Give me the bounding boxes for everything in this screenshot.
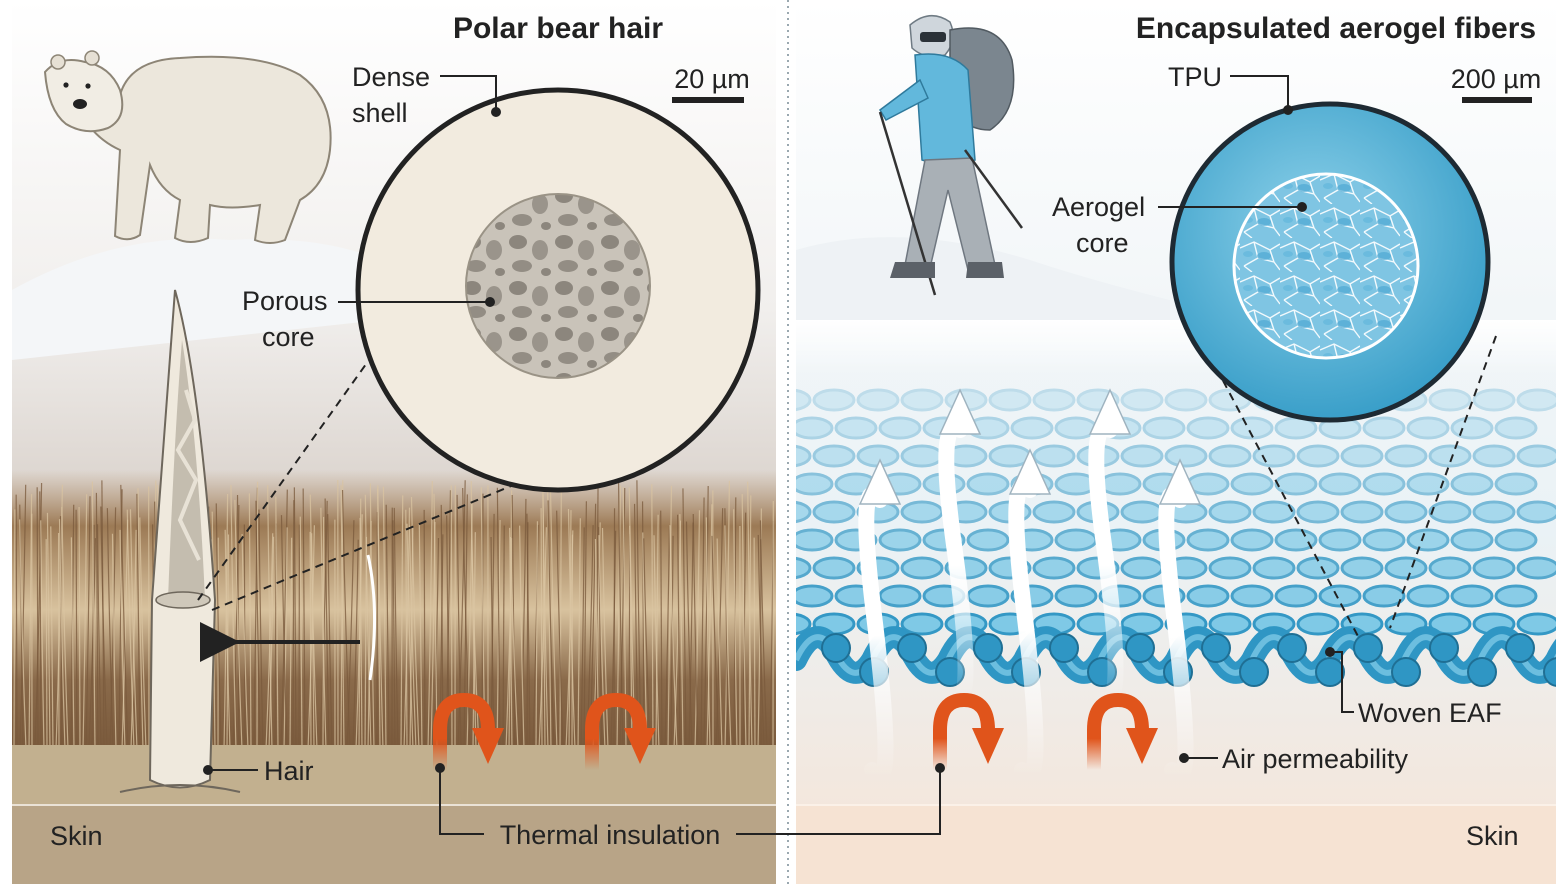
weave-loop bbox=[1210, 502, 1250, 522]
weave-loop bbox=[814, 558, 854, 578]
label-dense-shell-1: Dense bbox=[352, 62, 430, 92]
weave-loop bbox=[1518, 558, 1556, 578]
right-panel: Encapsulated aerogel fibers 200 µm TPU A… bbox=[770, 0, 1556, 884]
label-aerogel-core-2: core bbox=[1076, 228, 1129, 258]
fiber-cross-section bbox=[1430, 634, 1458, 662]
weave-loop bbox=[1188, 586, 1228, 606]
fiber-cross-section bbox=[1354, 634, 1382, 662]
weave-loop bbox=[1408, 586, 1448, 606]
weave-loop bbox=[880, 530, 920, 550]
weave-loop bbox=[1320, 530, 1360, 550]
label-thermal-insulation: Thermal insulation bbox=[500, 820, 721, 850]
eaf-cross-section bbox=[1172, 104, 1488, 420]
weave-loop bbox=[902, 614, 942, 634]
weave-loop bbox=[1342, 502, 1382, 522]
weave-loop bbox=[792, 586, 832, 606]
weave-loop bbox=[1452, 586, 1492, 606]
fiber-cross-section bbox=[1278, 634, 1306, 662]
weave-loop bbox=[1474, 502, 1514, 522]
left-title: Polar bear hair bbox=[453, 12, 663, 45]
weave-loop bbox=[968, 586, 1008, 606]
fiber-cross-section bbox=[1126, 634, 1154, 662]
right-scale-text: 200 µm bbox=[1451, 64, 1542, 94]
weave-loop bbox=[1122, 502, 1162, 522]
label-tpu: TPU bbox=[1168, 62, 1222, 92]
weave-loop bbox=[902, 558, 942, 578]
weave-loop bbox=[792, 530, 832, 550]
weave-loop bbox=[1232, 530, 1272, 550]
weave-loop bbox=[880, 586, 920, 606]
fiber-cross-section bbox=[1468, 658, 1496, 686]
weave-loop bbox=[1122, 558, 1162, 578]
weave-loop bbox=[1430, 502, 1470, 522]
right-title: Encapsulated aerogel fibers bbox=[1136, 12, 1536, 45]
hair-cross-section bbox=[358, 90, 758, 490]
weave-loop bbox=[1034, 558, 1074, 578]
weave-loop bbox=[968, 530, 1008, 550]
weave-loop bbox=[1320, 586, 1360, 606]
weave-loop bbox=[1430, 558, 1470, 578]
weave-loop bbox=[1386, 502, 1426, 522]
label-air-permeability: Air permeability bbox=[1222, 744, 1409, 774]
weave-loop bbox=[1518, 614, 1556, 634]
weave-loop bbox=[1210, 614, 1250, 634]
fur-strand bbox=[46, 539, 47, 750]
fiber-cross-section bbox=[1050, 634, 1078, 662]
label-skin-left: Skin bbox=[50, 821, 103, 851]
weave-loop bbox=[1188, 530, 1228, 550]
skin-band-right bbox=[796, 805, 1556, 884]
weave-loop bbox=[1232, 586, 1272, 606]
weave-loop bbox=[1298, 502, 1338, 522]
weave-loop bbox=[1298, 614, 1338, 634]
weave-loop bbox=[1254, 558, 1294, 578]
label-porous-core-1: Porous bbox=[242, 286, 328, 316]
weave-loop bbox=[1056, 530, 1096, 550]
fur-strand bbox=[424, 510, 425, 750]
fiber-cross-section bbox=[1392, 658, 1420, 686]
label-skin-right: Skin bbox=[1466, 821, 1519, 851]
weave-loop bbox=[1408, 530, 1448, 550]
label-hair: Hair bbox=[264, 756, 314, 786]
weave-loop bbox=[1034, 502, 1074, 522]
weave-loop bbox=[1342, 558, 1382, 578]
skin-upper-left bbox=[12, 745, 776, 805]
fur-layer bbox=[12, 470, 776, 750]
fiber-cross-section bbox=[1506, 634, 1534, 662]
fiber-cross-section bbox=[974, 634, 1002, 662]
fur-strand bbox=[293, 500, 294, 750]
weave-loop bbox=[1276, 586, 1316, 606]
weave-loop bbox=[1496, 586, 1536, 606]
weave-loop bbox=[1496, 530, 1536, 550]
weave-loop bbox=[1364, 586, 1404, 606]
fiber-cross-section bbox=[1240, 658, 1268, 686]
weave-loop bbox=[814, 502, 854, 522]
weave-loop bbox=[1452, 530, 1492, 550]
left-panel: Polar bear hair 20 µm Dense shell Porous… bbox=[12, 0, 776, 884]
weave-loop bbox=[1210, 558, 1250, 578]
fur-strand bbox=[37, 487, 38, 750]
fur-strand bbox=[16, 495, 17, 750]
label-woven-eaf: Woven EAF bbox=[1358, 698, 1502, 728]
weave-loop bbox=[902, 502, 942, 522]
label-aerogel-core-1: Aerogel bbox=[1052, 192, 1145, 222]
weave-loop bbox=[1518, 502, 1556, 522]
fur-strand bbox=[614, 508, 615, 750]
fiber-cross-section bbox=[898, 634, 926, 662]
fiber-cross-section bbox=[822, 634, 850, 662]
fiber-cross-section bbox=[1202, 634, 1230, 662]
weave-loop bbox=[1386, 558, 1426, 578]
weave-loop bbox=[1364, 530, 1404, 550]
fiber-cross-section bbox=[1316, 658, 1344, 686]
weave-loop bbox=[1056, 586, 1096, 606]
label-porous-core-2: core bbox=[262, 322, 315, 352]
weave-loop bbox=[1474, 558, 1514, 578]
label-dense-shell-2: shell bbox=[352, 98, 408, 128]
left-scale-text: 20 µm bbox=[674, 64, 750, 94]
